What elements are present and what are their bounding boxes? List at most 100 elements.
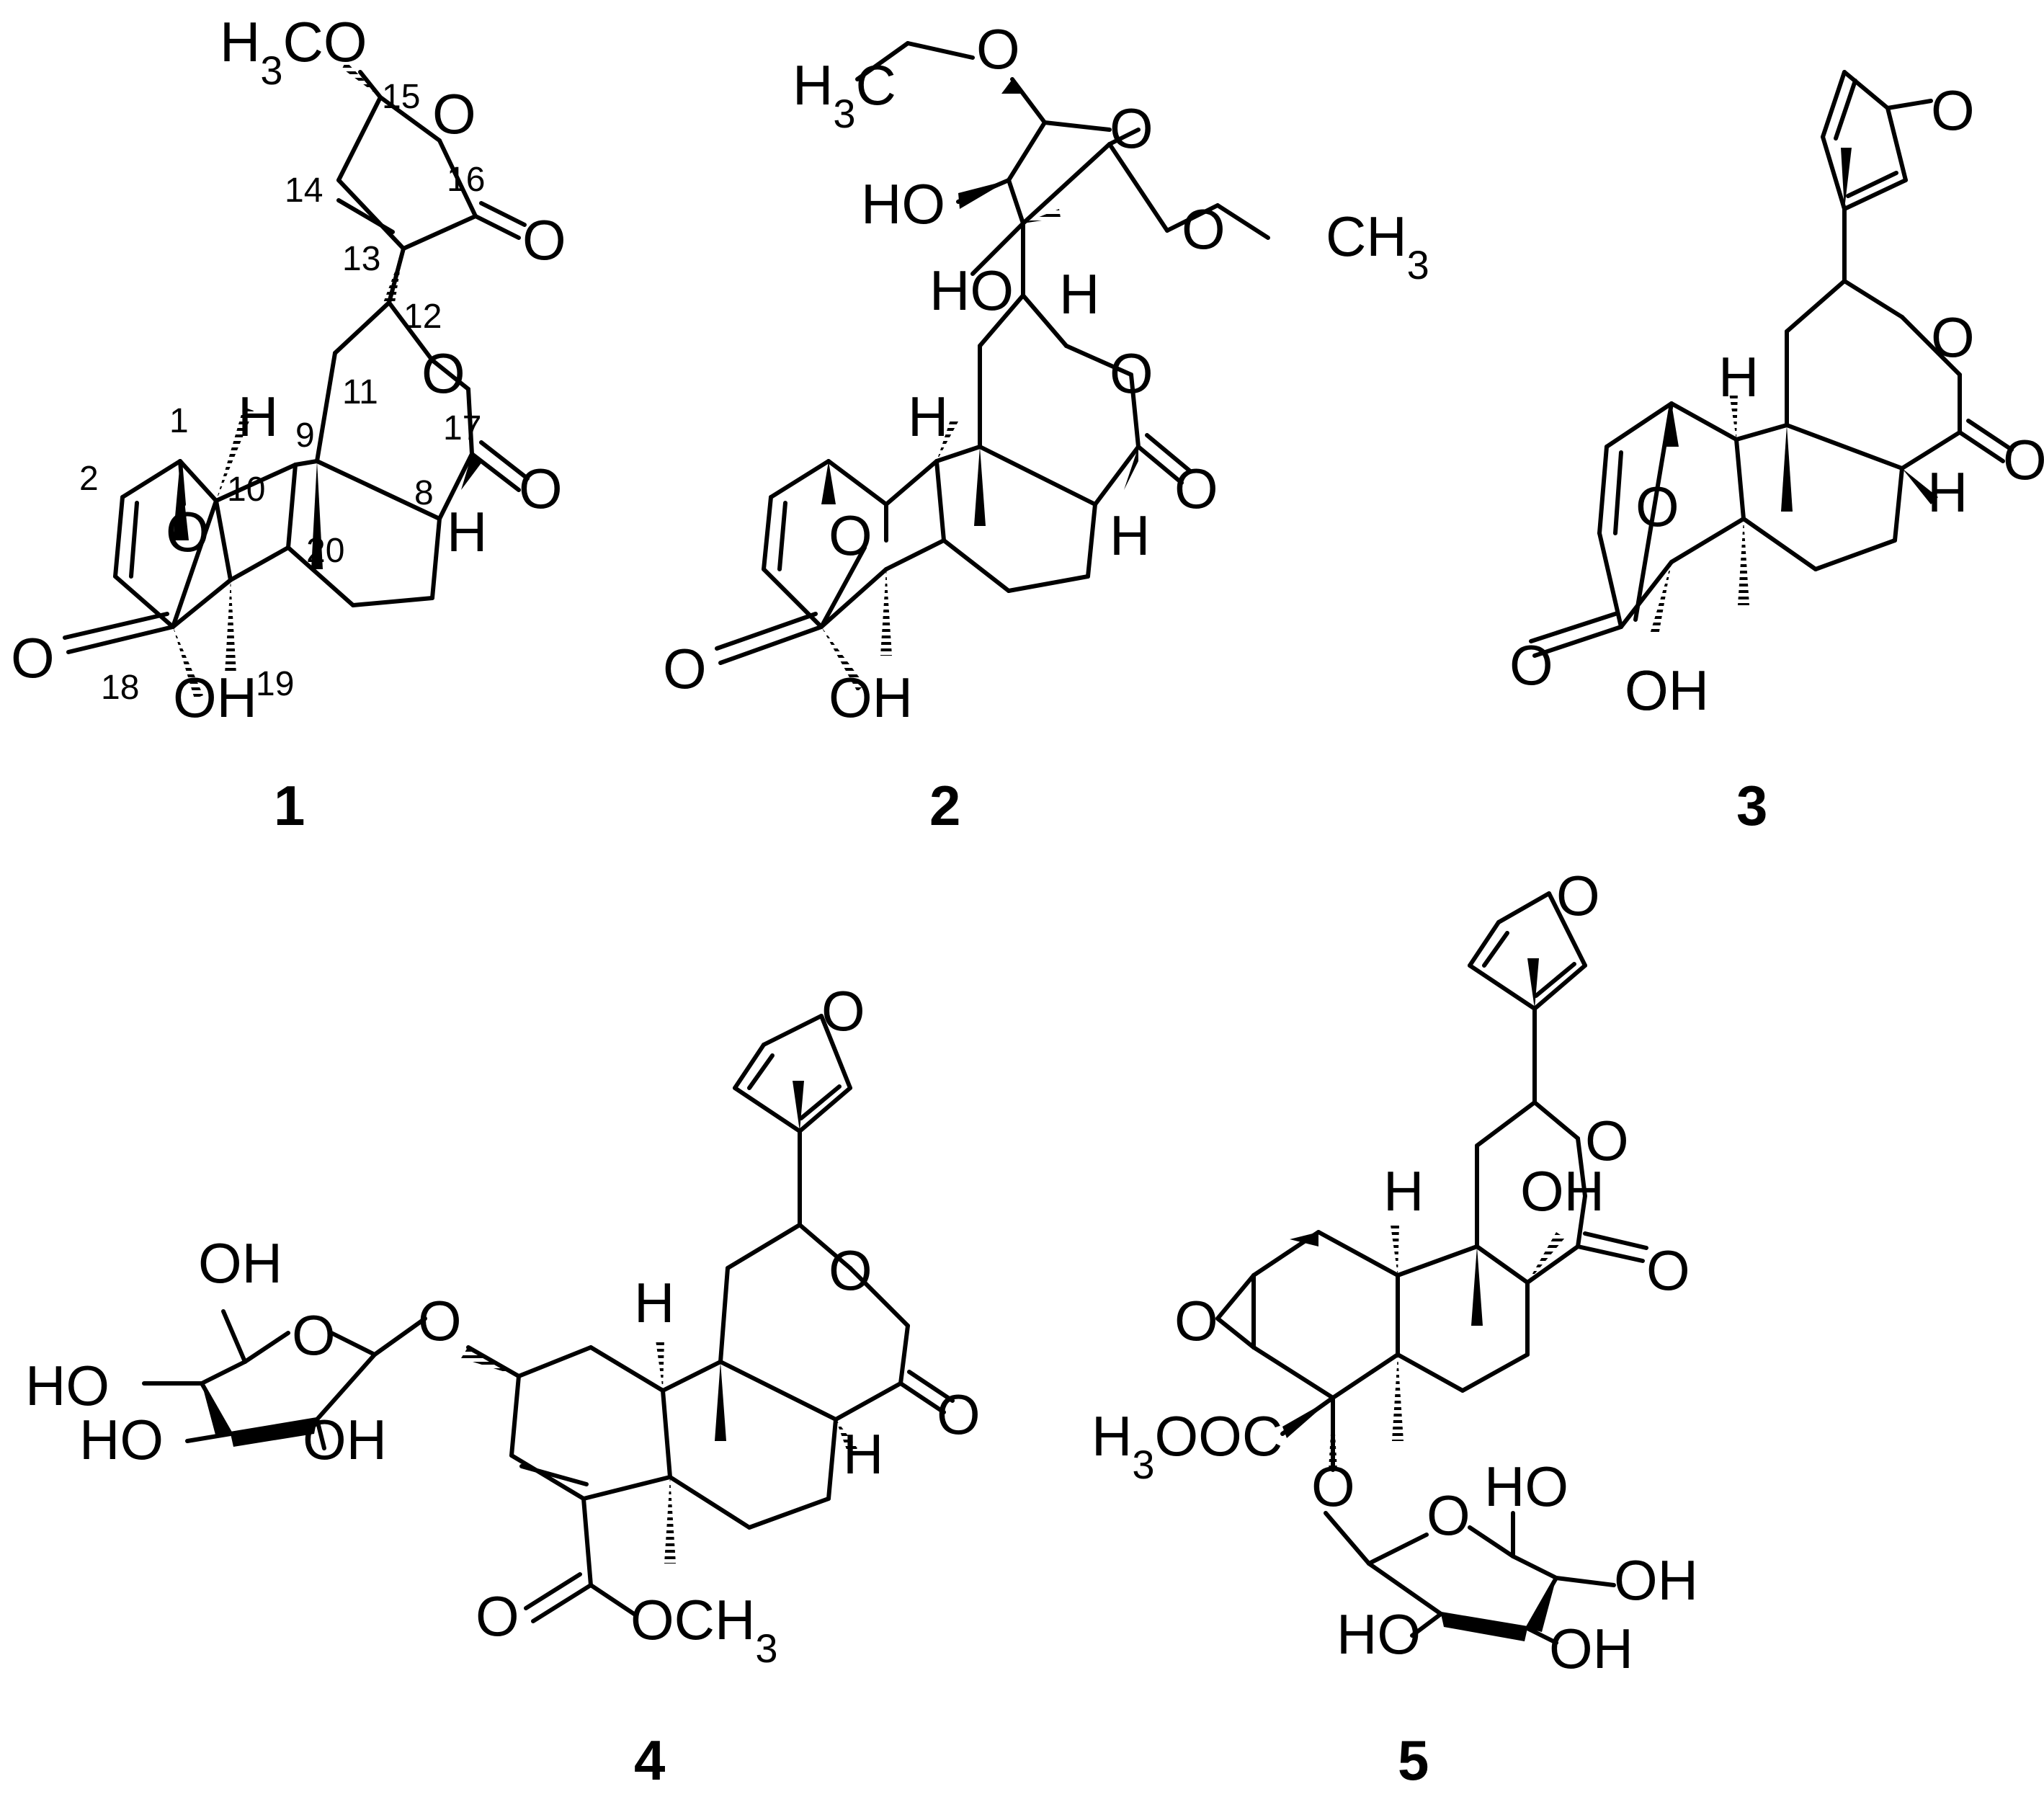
svg-text:H: H [1927,460,1968,524]
svg-text:OH: OH [1614,1548,1698,1612]
svg-text:HO: HO [929,259,1014,322]
svg-text:O: O [292,1303,336,1367]
svg-text:CH3: CH3 [1326,205,1429,287]
svg-text:O: O [1625,659,1669,722]
svg-text:OH: OH [303,1408,387,1471]
svg-text:H3CO: H3CO [220,10,367,93]
svg-text:O: O [1556,864,1600,927]
svg-text:H: H [634,1271,674,1334]
svg-text:15: 15 [382,78,420,116]
svg-text:H: H [1383,1159,1424,1223]
svg-text:HO: HO [861,172,945,236]
svg-text:O: O [418,1289,462,1352]
svg-text:HO: HO [1484,1455,1568,1518]
svg-text:H3C: H3C [793,53,896,136]
svg-text:O: O [1110,342,1153,405]
atom-labels: O O O H H O O O OH [1509,79,2044,722]
compound-5-structure: O O OH H O O H3OOC O O HO OH HO OH 5 [1092,864,1698,1792]
compound-3-structure: O O O H H O O O OH 3 [1509,70,2044,837]
atom-labels: O O OH H O O H3OOC O O HO OH HO OH [1092,864,1698,1680]
svg-text:HO: HO [79,1408,164,1471]
svg-text:10: 10 [227,470,265,509]
svg-text:H: H [1110,504,1150,567]
svg-text:O: O [522,208,566,272]
svg-text:OH: OH [173,666,257,729]
bond-lines [142,1014,955,1623]
svg-text:H: H [1718,345,1759,409]
svg-text:O: O [1635,475,1679,538]
svg-text:O: O [663,637,707,700]
compound-label-5: 5 [1398,1729,1429,1792]
bond-lines [63,70,530,654]
svg-text:17: 17 [443,409,481,447]
wedge-bonds [173,61,483,699]
svg-text:16: 16 [447,161,485,199]
svg-text:O: O [1931,305,1975,369]
svg-text:1: 1 [169,402,189,440]
svg-text:OH: OH [829,666,913,729]
svg-text:O: O [1311,1455,1355,1518]
svg-text:19: 19 [256,665,294,703]
atom-labels: H3C O O O CH3 HO HO H O O H H O O OH [663,17,1429,729]
compound-label-3: 3 [1736,774,1767,837]
wedge-bonds [202,1081,857,1564]
svg-text:O: O [519,457,563,520]
svg-text:O: O [1646,1239,1690,1302]
svg-text:O: O [937,1383,981,1446]
svg-text:O: O [1110,97,1153,160]
svg-text:O: O [1509,633,1553,697]
svg-text:OCH3: OCH3 [630,1588,778,1671]
svg-text:O: O [1174,1289,1218,1352]
svg-text:H: H [908,385,948,448]
svg-text:12: 12 [403,298,442,336]
svg-text:O: O [829,504,873,567]
svg-text:20: 20 [306,532,344,570]
svg-text:HO: HO [1336,1602,1421,1666]
svg-text:18: 18 [101,669,139,707]
wedge-bonds [1282,958,1565,1641]
svg-text:O: O [1931,79,1975,142]
svg-text:O: O [2003,428,2044,491]
svg-text:11: 11 [342,373,378,411]
svg-text:14: 14 [285,171,323,210]
svg-text:OH: OH [1625,659,1709,722]
compound-label-4: 4 [634,1729,665,1792]
svg-text:OH: OH [1520,1159,1605,1223]
svg-text:13: 13 [342,240,380,278]
atom-labels: O O O OH O O HO HO OH H H O OCH3 [25,979,981,1671]
svg-text:H: H [1059,262,1099,326]
svg-text:O: O [829,1239,873,1302]
svg-text:O: O [1182,197,1226,261]
svg-text:OH: OH [1549,1617,1633,1680]
wedge-bonds [821,79,1138,692]
svg-text:O: O [1427,1484,1470,1547]
svg-text:H: H [843,1422,883,1486]
svg-text:O: O [11,626,55,690]
svg-text:H: H [238,385,278,448]
svg-text:O: O [432,82,476,146]
svg-text:OH: OH [198,1231,282,1295]
svg-text:O: O [1585,1109,1629,1172]
atom-numbers: 1 2 8 9 10 11 12 13 14 15 16 17 18 19 20 [79,78,485,707]
svg-text:H: H [447,500,487,563]
svg-text:8: 8 [414,474,434,512]
svg-text:9: 9 [295,416,315,455]
compound-2-structure: H3C O O O CH3 HO HO H O O H H O O OH 2 [663,17,1429,837]
compound-1-structure: H3CO O O O O O O H H OH 1 2 8 9 10 11 12… [11,10,566,837]
svg-text:2: 2 [79,460,99,498]
compound-label-1: 1 [274,774,305,837]
bond-lines [1529,70,2014,658]
wedge-bonds [1650,148,1938,635]
svg-text:O: O [976,17,1020,81]
svg-text:O: O [821,979,865,1043]
svg-text:HO: HO [25,1354,110,1417]
svg-text:O: O [421,342,465,405]
atom-labels: H3CO O O O O O O H H OH [11,10,566,729]
svg-text:O: O [1174,457,1218,520]
svg-text:H3OOC: H3OOC [1092,1404,1282,1487]
svg-text:O: O [476,1584,519,1648]
compound-label-2: 2 [929,774,960,837]
bond-lines [715,41,1270,665]
svg-text:O: O [166,500,210,563]
